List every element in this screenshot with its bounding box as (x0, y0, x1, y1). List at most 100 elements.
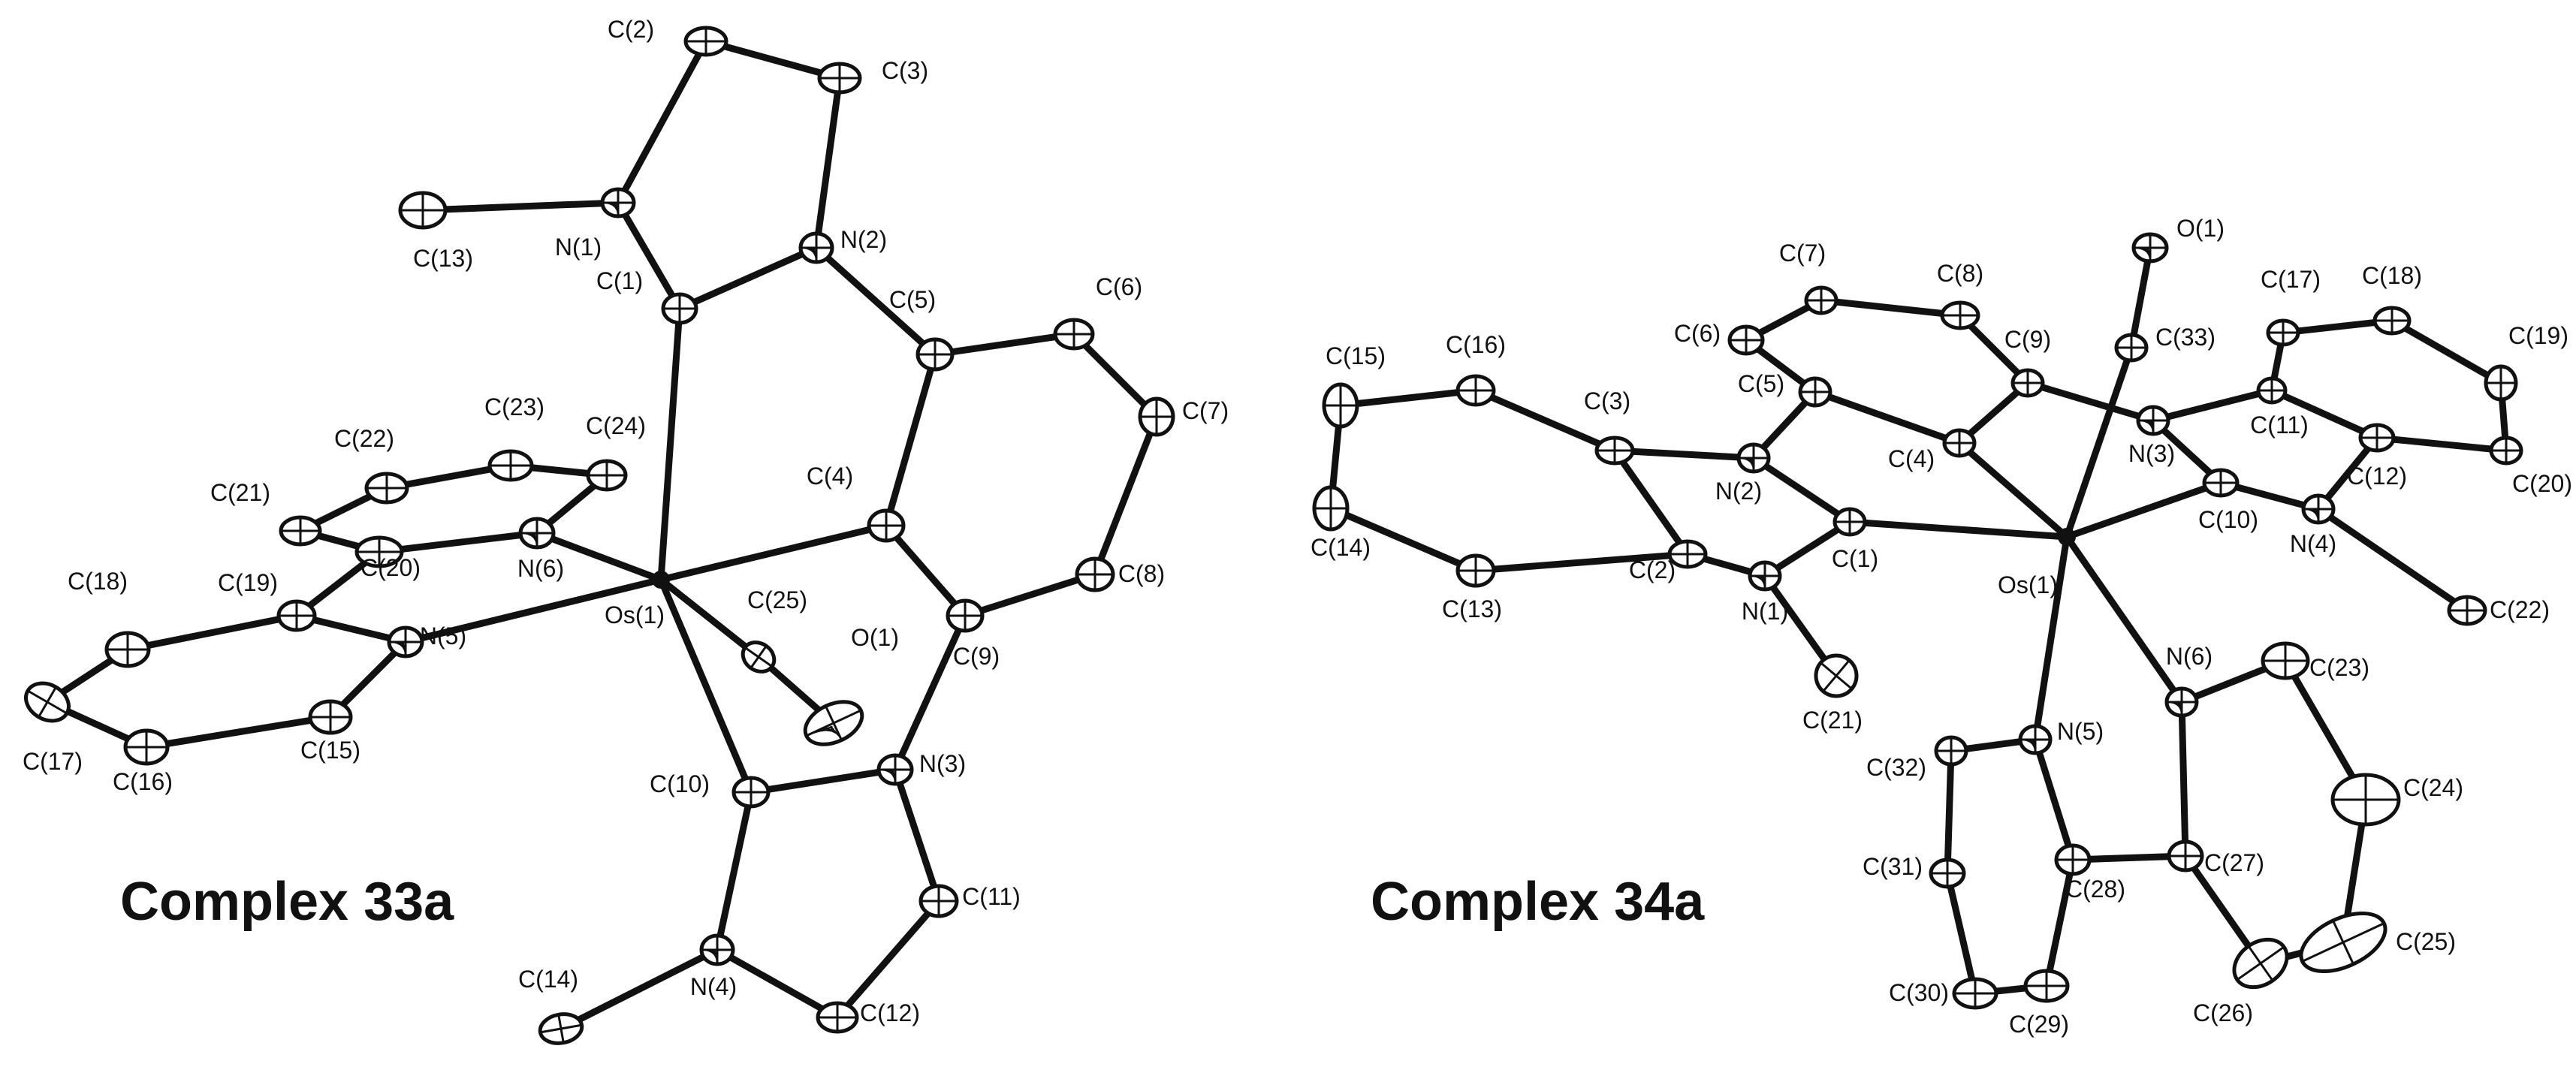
bond-33a-os1-c1 (657, 305, 683, 583)
label-layer: Os(1)C(1)C(2)C(3)C(4)C(5)C(6)C(7)C(8)C(9… (23, 16, 2572, 1038)
atom-34a-c10 (2202, 468, 2240, 498)
atom-34a-c28 (2054, 843, 2092, 876)
atom-label-33a-c25: C(25) (747, 586, 807, 613)
atom-label-34a-c31: C(31) (1863, 853, 1923, 880)
atom-34a-c33 (2114, 333, 2149, 363)
atom-label-33a-c12: C(12) (860, 999, 920, 1026)
bond-34a-c3-c16 (1472, 387, 1618, 454)
bond-33a-c4-c5 (882, 351, 939, 529)
bond-34a-c32-c31 (1944, 747, 1955, 877)
ellipsoid-shading-34a-o1 (2137, 247, 2149, 251)
bond-34a-c18-c19 (2388, 317, 2505, 387)
bond-34a-c20-c12 (2373, 434, 2510, 454)
bond-34a-c27-n6 (2178, 698, 2189, 860)
atom-34a-c23 (2261, 641, 2310, 680)
atom-33a-c14 (538, 1012, 584, 1045)
ellipsoid-shading-33a-n1 (606, 202, 617, 206)
bond-33a-os1-n6 (533, 529, 665, 583)
bond-34a-c10-os1 (2063, 479, 2225, 541)
ellipsoid-axis-33a-c14 (557, 1014, 565, 1043)
bond-34a-os1-n6 (2063, 533, 2185, 706)
bond-34a-c28-c27 (2069, 852, 2189, 864)
atom-34a-n2 (1736, 442, 1771, 474)
atom-label-33a-c6: C(6) (1096, 273, 1142, 300)
bond-33a-n3-c10 (747, 766, 899, 796)
title-complex-34a: Complex 34a (1371, 872, 1705, 932)
atom-34a-c22 (2447, 595, 2487, 626)
bond-34a-os1-c4 (1956, 439, 2071, 541)
bond-33a-n4-c14 (557, 946, 721, 1032)
atom-34a-c4 (1942, 428, 1977, 458)
bond-33a-n6-c20 (376, 529, 541, 556)
atom-34a-c19 (2484, 364, 2518, 402)
bond-34a-c31-c30 (1944, 870, 1979, 997)
atom-34a-n3 (2136, 405, 2170, 436)
ellipsoid-axis-34a-c26 (2247, 945, 2274, 981)
atom-label-33a-c5: C(5) (889, 286, 936, 313)
bond-33a-c10-n4 (713, 788, 755, 954)
bond-34a-os1-c33 (2063, 344, 2135, 541)
bond-33a-c3-n2 (813, 74, 843, 252)
atom-label-33a-n4: N(4) (690, 973, 737, 1000)
ellipsoid-axis-34a-c25 (2332, 920, 2354, 965)
bond-33a-c18-c19 (124, 612, 300, 653)
atom-33a-o1 (803, 700, 864, 746)
atom-label-34a-n4: N(4) (2290, 530, 2336, 557)
ellipsoid-axis-33a-c25 (750, 645, 768, 669)
atom-34a-c7 (1804, 285, 1838, 315)
atom-34a-c8 (1940, 300, 1980, 330)
atom-33a-c9 (946, 598, 985, 633)
atom-label-33a-n3: N(3) (919, 750, 966, 777)
bond-34a-c33-o1 (2128, 244, 2154, 351)
bond-33a-n4-c12 (713, 946, 841, 1021)
title-complex-33a: Complex 33a (120, 872, 454, 932)
atom-label-34a-n1: N(1) (1742, 598, 1788, 625)
atom-33a-c17 (24, 681, 71, 723)
atom-34a-c3 (1594, 436, 1635, 466)
atom-label-33a-c9: C(9) (953, 643, 1000, 670)
atom-34a-c13 (1455, 553, 1496, 588)
atom-label-33a-n2: N(2) (840, 226, 887, 253)
atom-34a-c32 (1934, 735, 1968, 767)
ellipsoid-shading-34a-n1 (1753, 575, 1764, 579)
atom-33a-c2 (683, 26, 728, 57)
atom-label-33a-c17: C(17) (23, 748, 83, 775)
atom-33a-c25 (741, 640, 777, 674)
atom-label-34a-n6: N(6) (2166, 643, 2213, 670)
bond-34a-n4-c22 (2315, 505, 2471, 614)
atom-label-34a-c28: C(28) (2065, 876, 2125, 903)
atom-33a-c16 (123, 728, 170, 766)
atom-label-33a-c7: C(7) (1182, 397, 1229, 424)
atom-33a-n3 (876, 753, 914, 786)
atom-33a-os1 (652, 571, 670, 589)
atom-label-34a-c16: C(16) (1446, 331, 1506, 358)
ellipsoid-axis-33a-o1 (825, 705, 843, 741)
atom-34a-c14 (1312, 485, 1350, 532)
atom-label-34a-c27: C(27) (2204, 849, 2264, 876)
atom-label-33a-c22: C(22) (334, 425, 394, 452)
atom-33a-c8 (1075, 556, 1115, 592)
atom-34a-c27 (2167, 839, 2204, 873)
atom-label-33a-c10: C(10) (650, 770, 710, 797)
ellipsoid-shading-33a-n4 (705, 949, 716, 953)
bond-34a-c12-c11 (2268, 387, 2381, 442)
bond-33a-n1-c13 (419, 199, 622, 214)
atom-33a-c15 (308, 699, 353, 735)
bond-34a-c1-n1 (1761, 518, 1854, 580)
ellipsoid-axis-34a-c21 (1822, 659, 1851, 692)
atom-label-34a-c11: C(11) (2250, 411, 2309, 439)
bond-34a-c7-c8 (1817, 297, 1964, 319)
bond-34a-c29-c28 (2043, 856, 2077, 990)
atom-33a-n4 (699, 933, 735, 966)
atom-34a-c9 (2010, 368, 2045, 398)
atom-33a-n2 (798, 231, 834, 264)
atom-label-34a-n2: N(2) (1715, 478, 1762, 505)
atom-34a-c24 (2330, 773, 2401, 827)
bond-33a-os1-c4 (657, 522, 890, 583)
bond-34a-c14-c13 (1327, 505, 1480, 574)
atom-34a-c5 (1798, 376, 1832, 408)
atom-layer (24, 26, 2523, 1045)
osmium-atom-33a (652, 571, 670, 589)
bond-33a-c11-n3 (891, 766, 943, 905)
atom-label-33a-o1: O(1) (851, 624, 899, 651)
